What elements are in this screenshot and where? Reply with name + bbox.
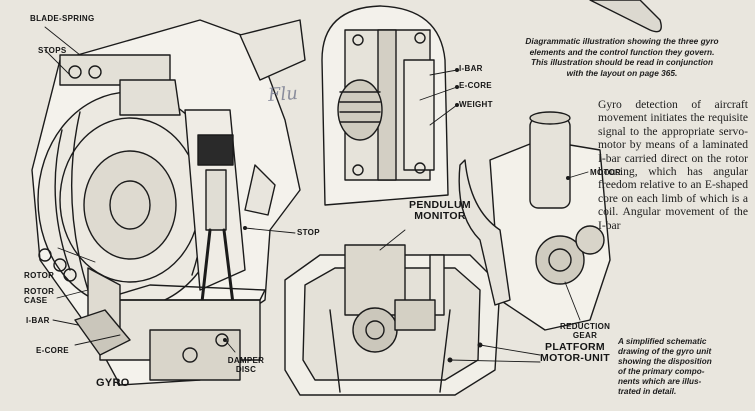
caption-bottom-line: trated in detail. [618, 387, 677, 396]
caption-bottom-line: drawing of the gyro unit [618, 347, 712, 356]
label-reduction-gear: REDUCTION GEAR [560, 322, 611, 340]
caption-top-line: This illustration should be read in conj… [530, 57, 714, 67]
label-pendulum-monitor: PENDULUM MONITOR [409, 199, 471, 222]
label-blade-spring: BLADE-SPRING [30, 14, 95, 23]
label-e-core-right: E-CORE [459, 81, 492, 90]
label-damper-disc: DAMPER DISC [227, 356, 265, 374]
label-i-bar-left: I-BAR [26, 316, 50, 325]
caption-top-line: elements and the control function they g… [529, 46, 715, 57]
label-stops: STOPS [38, 46, 67, 55]
caption-top: Diagrammatic illustration showing the th… [492, 36, 752, 78]
label-platform-motor-unit: PLATFORM MOTOR-UNIT [540, 341, 610, 364]
caption-bottom: A simplified schematic drawing of the gy… [618, 337, 752, 397]
label-i-bar-right: I-BAR [459, 64, 483, 73]
caption-top-line: with the layout on page 365. [566, 67, 678, 78]
label-motor: MOTOR [590, 168, 622, 177]
handwritten-annotation: Flu [267, 82, 299, 107]
leader-lines [44, 26, 589, 363]
servo-motor-drawing [458, 111, 611, 331]
gyro-unit-drawing [31, 19, 306, 386]
caption-bottom-line: of the primary compo- [618, 367, 705, 376]
label-weight: WEIGHT [459, 100, 493, 109]
label-rotor: ROTOR [24, 271, 55, 280]
caption-bottom-line: nents which are illus- [618, 377, 702, 386]
label-gyro: GYRO [96, 377, 130, 389]
caption-bottom-line: showing the disposition [618, 357, 712, 366]
label-e-core-left: E-CORE [36, 346, 69, 355]
caption-top-line: Diagrammatic illustration showing the th… [525, 36, 719, 46]
platform-motor-unit-drawing [284, 244, 501, 396]
pendulum-monitor-drawing [321, 5, 449, 206]
body-text: Gyro detection of aircraft movement init… [598, 98, 748, 232]
caption-bottom-line: A simplified schematic [618, 337, 707, 346]
label-rotor-case: ROTOR CASE [24, 287, 55, 305]
label-stop: STOP [297, 228, 320, 237]
